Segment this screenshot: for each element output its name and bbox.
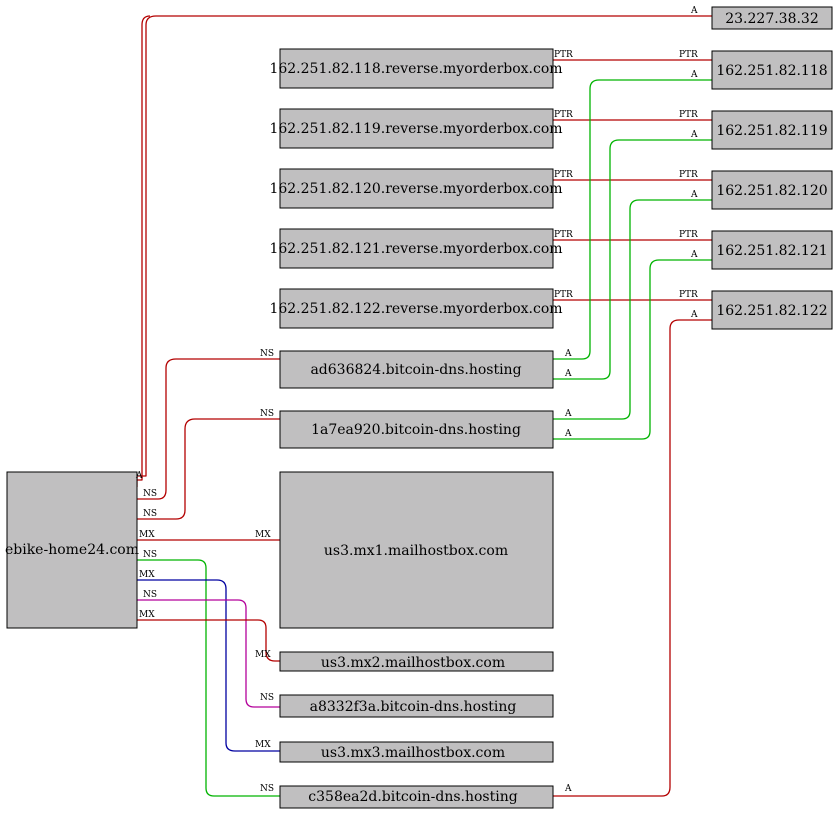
- node-rev-119[interactable]: 162.251.82.119.reverse.myorderbox.com: [269, 108, 563, 149]
- edge-label-ns: NS: [260, 784, 274, 794]
- node-rev-120-label: 162.251.82.120.reverse.myorderbox.com: [269, 181, 562, 197]
- edge-label-mx: MX: [255, 740, 271, 750]
- edge-label-ptr: PTR: [554, 230, 573, 240]
- node-mx2[interactable]: us3.mx2.mailhostbox.com: [279, 651, 554, 672]
- edge-label-ptr: PTR: [554, 110, 573, 120]
- node-rev-121[interactable]: 162.251.82.121.reverse.myorderbox.com: [269, 228, 563, 269]
- node-ip-23-label: 23.227.38.32: [725, 11, 819, 27]
- edge-label-a: A: [135, 471, 143, 481]
- edge-domain-to-ns-a8332f3a: [137, 599, 280, 708]
- edge-label-ptr: PTR: [679, 50, 698, 60]
- node-mx1-label: us3.mx1.mailhostbox.com: [324, 543, 508, 559]
- edge-label-a: A: [690, 130, 698, 140]
- nodes: ebike-home24.com 23.227.38.32 162.251.82…: [5, 6, 833, 809]
- node-ns-a8332f3a-label: a8332f3a.bitcoin-dns.hosting: [310, 699, 517, 715]
- node-rev-118-label: 162.251.82.118.reverse.myorderbox.com: [269, 61, 562, 77]
- edge-ns-ad636824-to-ip-118: [553, 79, 712, 360]
- edge-label-mx: MX: [139, 530, 155, 540]
- node-rev-121-label: 162.251.82.121.reverse.myorderbox.com: [269, 241, 562, 257]
- edge-ns-1a7ea920-to-ip-120: [553, 199, 712, 420]
- edge-ns-1a7ea920-to-ip-121: [553, 259, 712, 440]
- edge-label-ns: NS: [143, 489, 157, 499]
- node-rev-119-label: 162.251.82.119.reverse.myorderbox.com: [269, 121, 562, 137]
- node-ip-120[interactable]: 162.251.82.120: [711, 170, 833, 210]
- node-mx3-label: us3.mx3.mailhostbox.com: [321, 745, 505, 761]
- edge-domain-to-mx3: [137, 579, 280, 752]
- node-ns-1a7ea920-label: 1a7ea920.bitcoin-dns.hosting: [311, 422, 521, 438]
- edge-label-a: A: [564, 349, 572, 359]
- node-ip-122[interactable]: 162.251.82.122: [711, 290, 833, 330]
- node-rev-122-label: 162.251.82.122.reverse.myorderbox.com: [269, 301, 562, 317]
- edge-domain-to-mx2: [137, 619, 280, 662]
- edge-label-a: A: [690, 250, 698, 260]
- edge-label-ptr: PTR: [679, 290, 698, 300]
- node-mx2-label: us3.mx2.mailhostbox.com: [321, 655, 505, 671]
- node-ns-c358ea2d[interactable]: c358ea2d.bitcoin-dns.hosting: [279, 785, 554, 809]
- edge-label-ns: NS: [260, 693, 274, 703]
- edge-domain-to-ip-23: [137, 15, 151, 481]
- node-ns-ad636824-label: ad636824.bitcoin-dns.hosting: [310, 362, 521, 378]
- edge-label-ns: NS: [260, 409, 274, 419]
- node-mx1[interactable]: us3.mx1.mailhostbox.com: [279, 471, 554, 629]
- node-ip-119-label: 162.251.82.119: [716, 123, 827, 139]
- node-domain[interactable]: ebike-home24.com: [5, 471, 139, 629]
- node-ip-119[interactable]: 162.251.82.119: [711, 110, 833, 150]
- node-ip-122-label: 162.251.82.122: [716, 303, 827, 319]
- edge-label-a: A: [564, 429, 572, 439]
- edge-label-a: A: [564, 784, 572, 794]
- edge-label-ptr: PTR: [554, 170, 573, 180]
- edge-label-a: A: [690, 70, 698, 80]
- edge-label-ns: NS: [260, 349, 274, 359]
- edge-label-ptr: PTR: [679, 110, 698, 120]
- edge-domain-to-ns-ad636824: [137, 358, 280, 500]
- node-ns-ad636824[interactable]: ad636824.bitcoin-dns.hosting: [279, 350, 554, 389]
- node-mx3[interactable]: us3.mx3.mailhostbox.com: [279, 741, 554, 763]
- edge-label-a: A: [564, 409, 572, 419]
- node-rev-120[interactable]: 162.251.82.120.reverse.myorderbox.com: [269, 168, 563, 209]
- edge-labels: A A PTR PTR PTR PTR PTR PTR PTR PTR PTR …: [135, 6, 698, 794]
- node-ip-23[interactable]: 23.227.38.32: [711, 6, 833, 30]
- edge-label-ns: NS: [143, 550, 157, 560]
- edge-label-ptr: PTR: [554, 290, 573, 300]
- node-ip-118[interactable]: 162.251.82.118: [711, 50, 833, 90]
- edge-label-ptr: PTR: [554, 50, 573, 60]
- edge-domain-to-ns-1a7ea920: [137, 418, 280, 520]
- edge-label-ns: NS: [143, 590, 157, 600]
- edges: [136, 15, 712, 797]
- node-ns-a8332f3a[interactable]: a8332f3a.bitcoin-dns.hosting: [279, 694, 554, 718]
- edge-label-a: A: [690, 190, 698, 200]
- node-rev-122[interactable]: 162.251.82.122.reverse.myorderbox.com: [269, 288, 563, 329]
- edge-label-a: A: [690, 6, 698, 16]
- node-ns-c358ea2d-label: c358ea2d.bitcoin-dns.hosting: [308, 789, 517, 805]
- edge-label-ns: NS: [143, 509, 157, 519]
- node-ns-1a7ea920[interactable]: 1a7ea920.bitcoin-dns.hosting: [279, 410, 554, 449]
- edge-domain-to-ip-23: [136, 15, 712, 487]
- edge-domain-to-ns-c358ea2d: [137, 559, 280, 797]
- edge-label-mx: MX: [255, 650, 271, 660]
- node-ip-121-label: 162.251.82.121: [716, 243, 827, 259]
- node-ip-120-label: 162.251.82.120: [716, 183, 827, 199]
- edge-label-mx: MX: [139, 610, 155, 620]
- edge-ns-ad636824-to-ip-119: [553, 139, 712, 380]
- edge-ns-c358ea2d-to-ip-122: [553, 319, 712, 797]
- node-ip-118-label: 162.251.82.118: [716, 63, 827, 79]
- node-ip-121[interactable]: 162.251.82.121: [711, 230, 833, 270]
- edge-label-mx: MX: [255, 530, 271, 540]
- edge-label-mx: MX: [139, 570, 155, 580]
- node-domain-label: ebike-home24.com: [5, 542, 139, 558]
- node-rev-118[interactable]: 162.251.82.118.reverse.myorderbox.com: [269, 48, 563, 89]
- edge-label-ptr: PTR: [679, 170, 698, 180]
- edge-label-a: A: [564, 369, 572, 379]
- edge-label-a: A: [690, 310, 698, 320]
- edge-label-ptr: PTR: [679, 230, 698, 240]
